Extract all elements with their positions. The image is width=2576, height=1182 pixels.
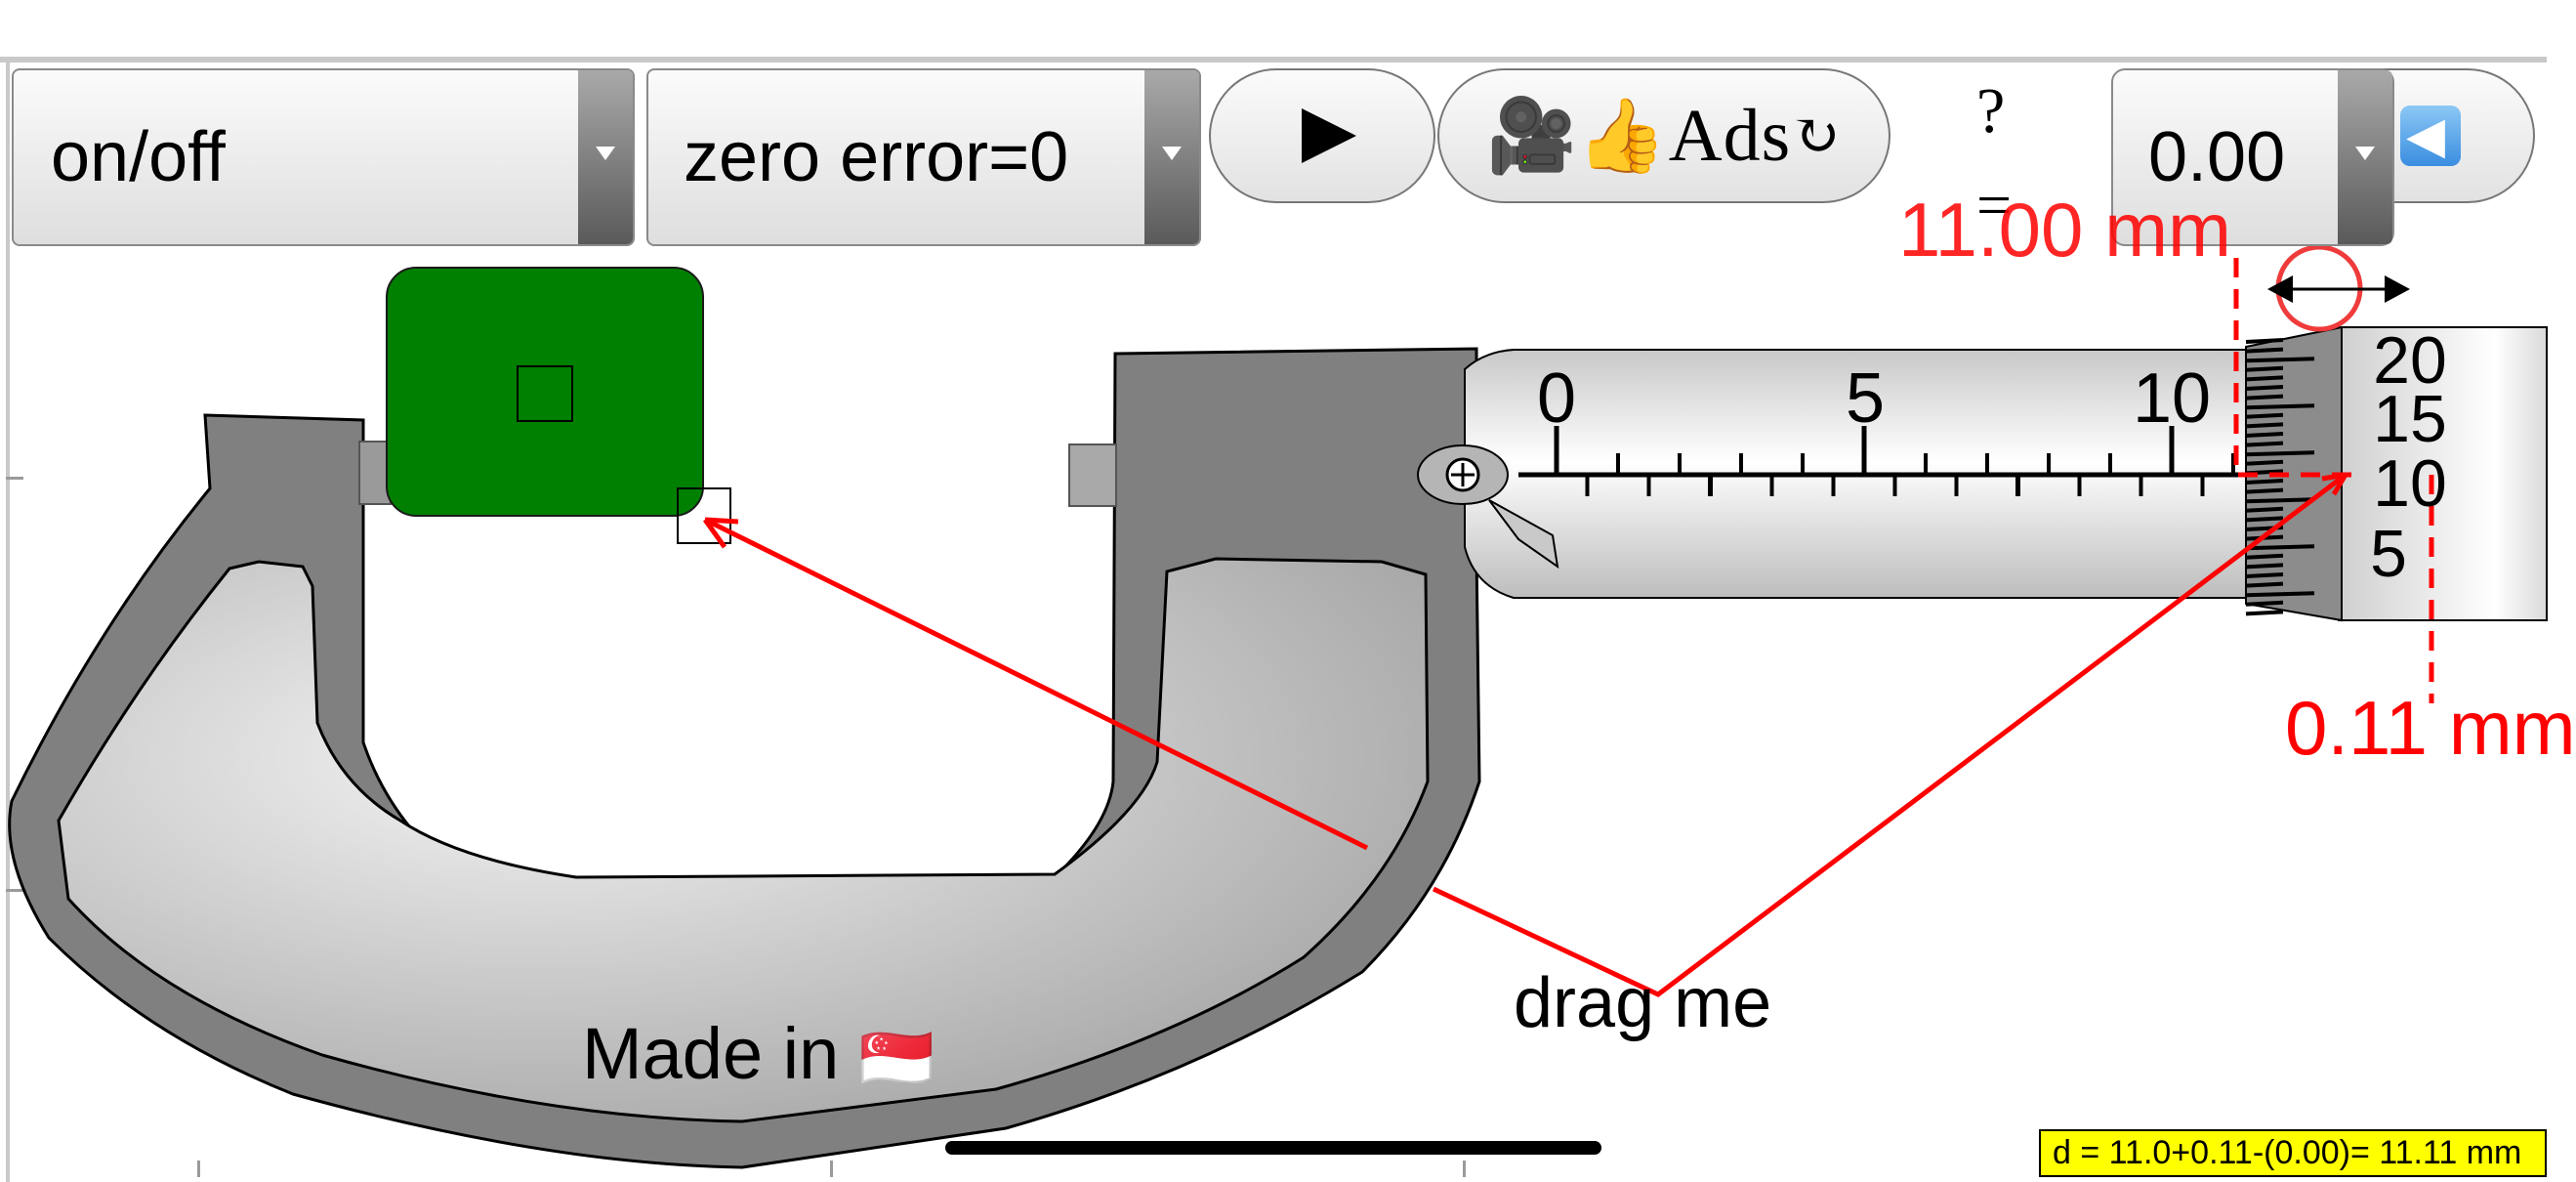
thimble-tick — [2245, 375, 2284, 382]
bottom-tick — [1463, 1161, 1466, 1177]
left-tick — [6, 889, 23, 892]
singapore-flag-icon: 🇸🇬 — [858, 1025, 935, 1092]
drag-me-label[interactable]: drag me — [1514, 964, 1772, 1042]
thimble-label-15: 15 — [2373, 382, 2447, 456]
main-scale-reading: 11.00 mm — [1898, 187, 2232, 273]
thimble-tick — [2245, 412, 2284, 419]
thimble-tick — [2245, 432, 2284, 438]
thimble-tick — [2245, 487, 2284, 494]
ads-button[interactable]: 🎥👍 Ads ↻ — [1437, 68, 1890, 203]
thimble-tick — [2245, 441, 2284, 447]
camera-thumbs-up-icon: 🎥👍 — [1486, 94, 1667, 176]
thimble-tick — [2245, 365, 2284, 372]
thimble-tick — [2245, 459, 2284, 466]
top-divider — [0, 57, 2547, 63]
lock-lever — [1488, 499, 1559, 570]
left-border — [6, 59, 10, 1182]
thimble-tick — [2245, 394, 2284, 401]
equals-mark: = — [1976, 170, 2013, 239]
zero-offset-select[interactable]: 0.00 — [2111, 68, 2394, 246]
thimble-tick — [2245, 516, 2284, 523]
zero-error-select[interactable]: zero error=0 — [646, 68, 1201, 246]
thimble-tick — [2245, 422, 2284, 429]
sleeve-label-0: 0 — [1537, 359, 1576, 438]
thimble-tick — [2245, 497, 2315, 504]
thimble-label-5: 5 — [2370, 517, 2407, 591]
result-readout: d = 11.0+0.11-(0.00)= 11.11 mm — [2039, 1129, 2547, 1177]
bottom-tick — [197, 1161, 200, 1177]
zero-error-select-value: zero error=0 — [684, 118, 1069, 196]
thimble-tick — [2245, 591, 2315, 598]
object-corner-handle — [677, 487, 731, 544]
thimble-tick — [2245, 581, 2284, 588]
thimble-tick — [2245, 600, 2284, 607]
back-arrow-glyph: ◀ — [2406, 107, 2445, 164]
chevron-down-icon — [578, 70, 633, 244]
thimble-label-10: 10 — [2373, 446, 2447, 521]
onoff-select-value: on/off — [51, 118, 226, 196]
chevron-down-icon — [2338, 70, 2392, 244]
home-indicator[interactable] — [945, 1141, 1601, 1155]
thimble-tick — [2245, 544, 2315, 551]
made-in-text: Made in — [582, 1013, 840, 1094]
play-icon — [1302, 108, 1356, 163]
sleeve-label-10: 10 — [2133, 359, 2211, 438]
measured-object — [386, 267, 704, 517]
thimble-tick — [2245, 450, 2315, 457]
thimble-tick — [2245, 385, 2284, 391]
thimble-tick — [2245, 479, 2284, 485]
zero-offset-select-value: 0.00 — [2148, 118, 2286, 196]
frame-inner — [57, 557, 1430, 1123]
thimble-tick — [2245, 403, 2315, 410]
thimble-tick — [2245, 357, 2315, 363]
thimble-tick — [2245, 347, 2284, 354]
onoff-select[interactable]: on/off — [12, 68, 635, 246]
made-in-label: Made in 🇸🇬 — [582, 1012, 935, 1095]
thimble-reading: 0.11 mm — [2285, 685, 2576, 771]
play-button[interactable] — [1209, 68, 1435, 203]
back-arrow-icon: ◀ — [2400, 106, 2461, 166]
thimble-tick — [2245, 553, 2284, 560]
drag-pointer — [703, 473, 2347, 997]
sleeve-label-5: 5 — [1846, 359, 1885, 438]
thimble-body — [2338, 326, 2548, 621]
help-mark[interactable]: ? — [1976, 75, 2006, 147]
thimble-tick — [2245, 506, 2284, 513]
thimble-ticks — [2245, 338, 2315, 616]
thimble-label-20: 20 — [2373, 323, 2447, 398]
ads-button-label: Ads — [1668, 94, 1792, 177]
spindle-face — [1068, 443, 1117, 507]
thimble-tick — [2245, 563, 2284, 570]
object-drag-handle — [517, 365, 573, 422]
refresh-icon: ↻ — [1791, 104, 1842, 168]
left-tick — [6, 477, 23, 480]
thimble-tick — [2245, 610, 2284, 616]
bottom-tick — [830, 1161, 833, 1177]
chevron-down-icon — [1144, 70, 1199, 244]
thimble-tick — [2245, 572, 2284, 578]
anvil — [358, 441, 392, 505]
thimble-tick — [2245, 338, 2284, 344]
